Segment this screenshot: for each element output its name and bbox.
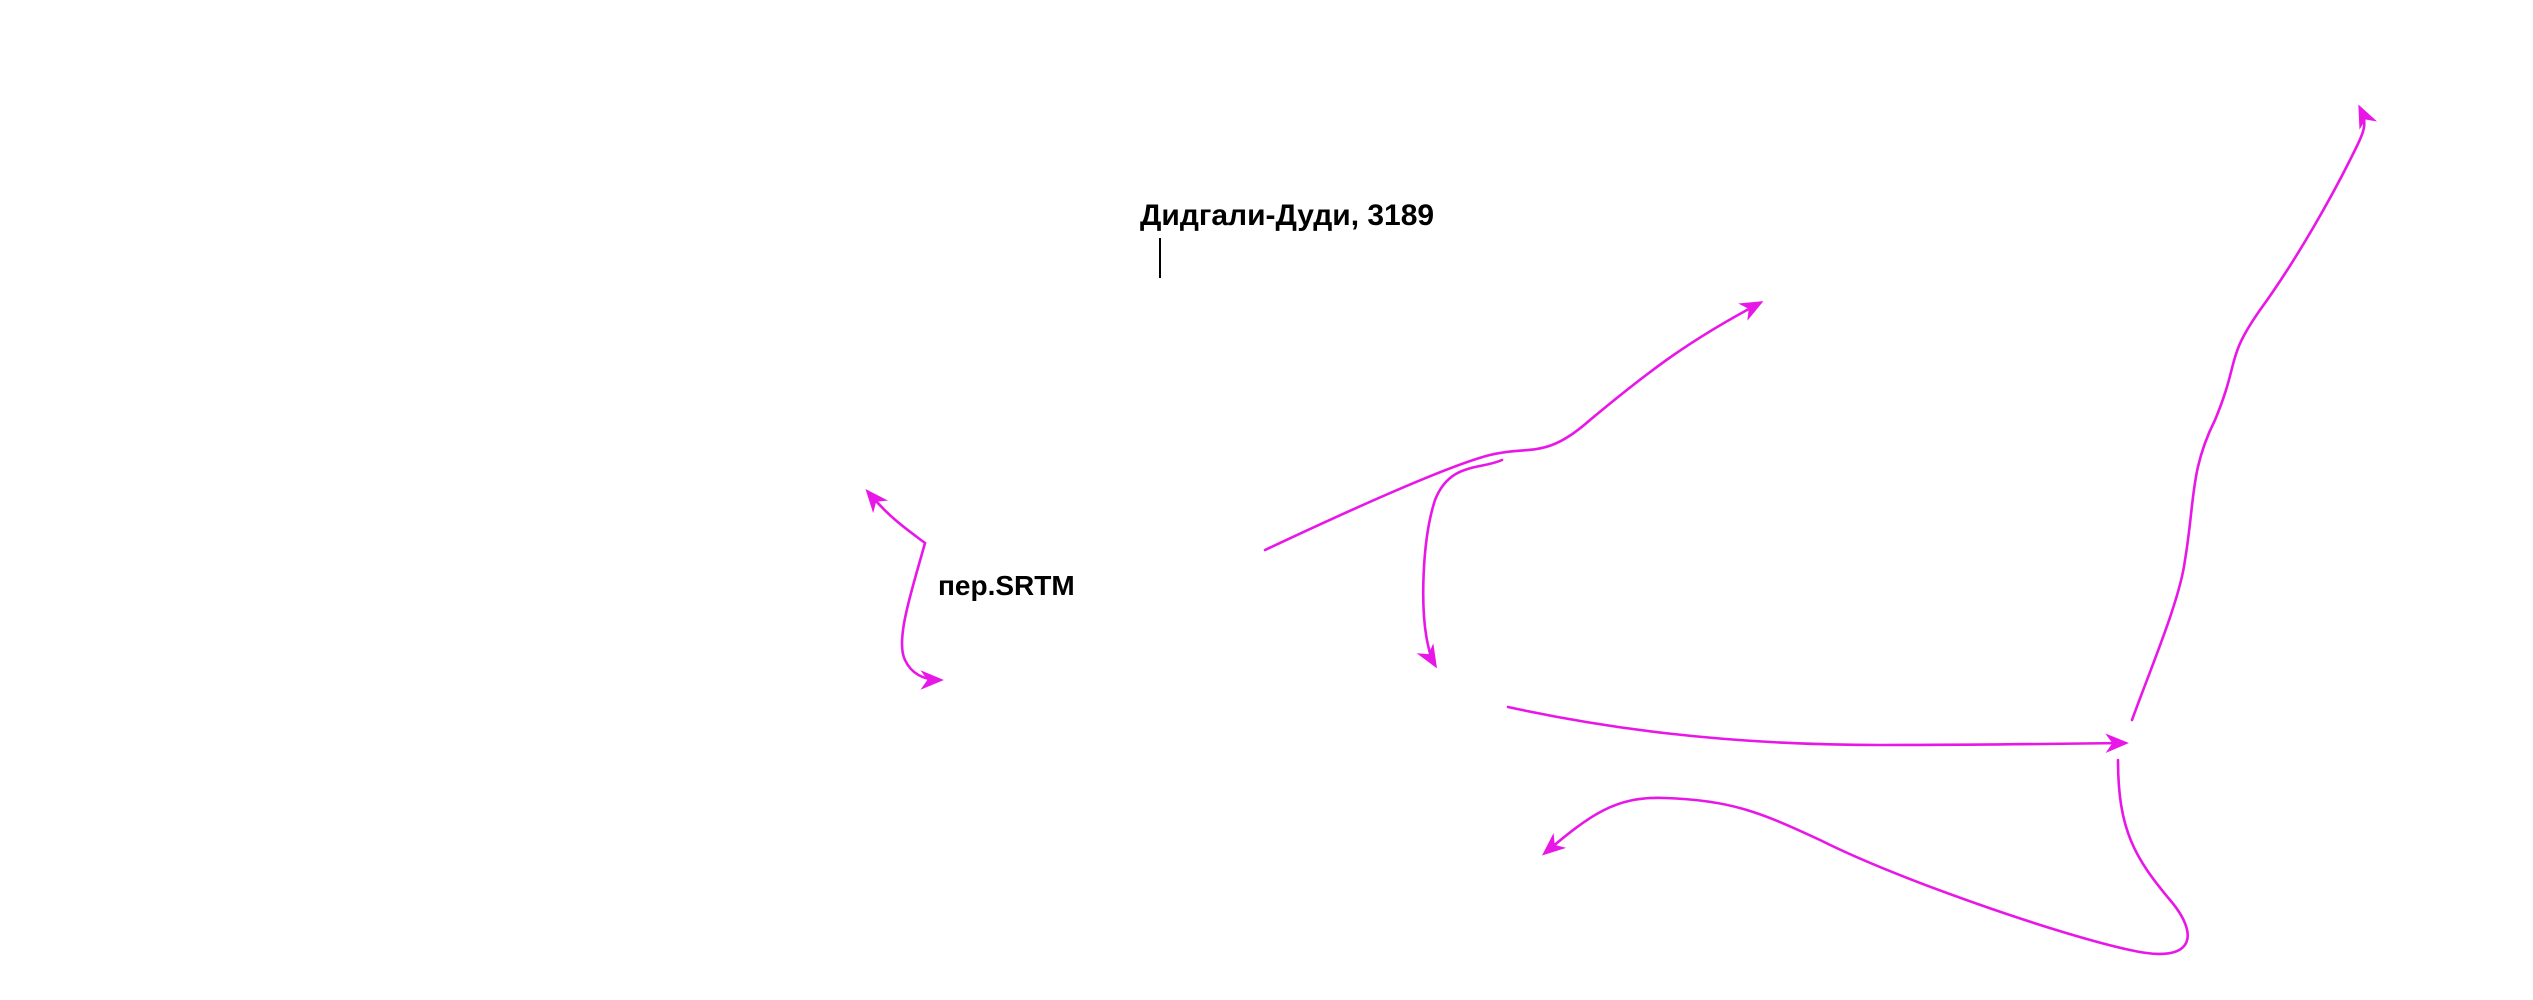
pass-label: пер.SRTM [938, 570, 1075, 601]
route-segment-northeast [1263, 301, 1764, 552]
route-segment-pass-northwest [865, 489, 927, 545]
route-segment-pass-south [900, 541, 944, 690]
route-segment-valley-east [1506, 705, 2129, 754]
route-segment-south-loop [1542, 758, 2189, 956]
peak-label: Дидгали-Дуди, 3189 [1140, 199, 1434, 232]
route-segment-far-north [2130, 104, 2378, 722]
route-layer [865, 104, 2378, 956]
route-segment-junction-down [1416, 458, 1504, 669]
